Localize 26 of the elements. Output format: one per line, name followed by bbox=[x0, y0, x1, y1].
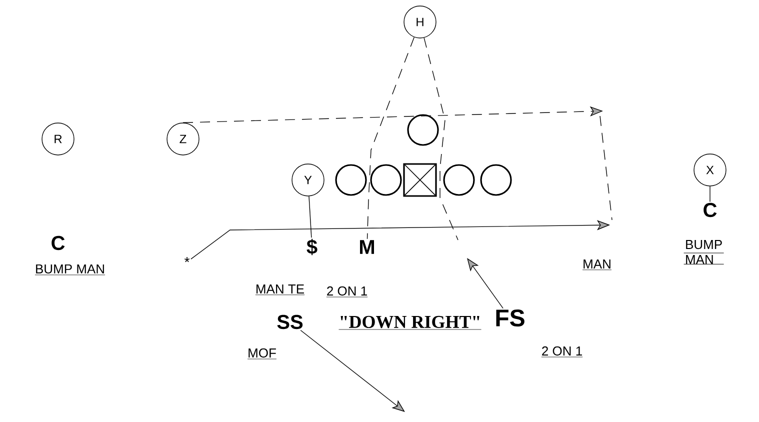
center-square bbox=[403, 163, 437, 197]
route-arrow bbox=[467, 258, 504, 309]
lineman-circle bbox=[407, 114, 439, 146]
route-line bbox=[308, 196, 312, 238]
note-text: BUMP MAN bbox=[34, 264, 106, 276]
player-letter: M bbox=[360, 240, 374, 254]
player-letter: SS bbox=[277, 314, 303, 330]
route-arrow bbox=[300, 330, 405, 412]
player-letter: $ bbox=[306, 238, 318, 256]
star-mark: * bbox=[184, 257, 190, 262]
lineman-circle bbox=[443, 164, 475, 196]
note-text: MAN bbox=[582, 260, 612, 270]
note-text: MAN TE bbox=[255, 284, 305, 296]
note-text: 2 ON 1 bbox=[541, 346, 583, 358]
play-name: "DOWN RIGHT" bbox=[338, 316, 482, 330]
player-letter: C bbox=[52, 236, 65, 250]
note-text: 2 ON 1 bbox=[326, 286, 368, 298]
player-letter: C bbox=[704, 202, 717, 218]
lineman-circle bbox=[480, 164, 512, 196]
note-text: BUMP MAN bbox=[686, 240, 722, 264]
note-text: MOF bbox=[247, 348, 277, 360]
lineman-circle bbox=[370, 164, 402, 196]
route-line bbox=[366, 36, 415, 240]
lineman-circle bbox=[335, 164, 367, 196]
player-letter: FS bbox=[496, 310, 524, 326]
route-line bbox=[424, 38, 458, 240]
